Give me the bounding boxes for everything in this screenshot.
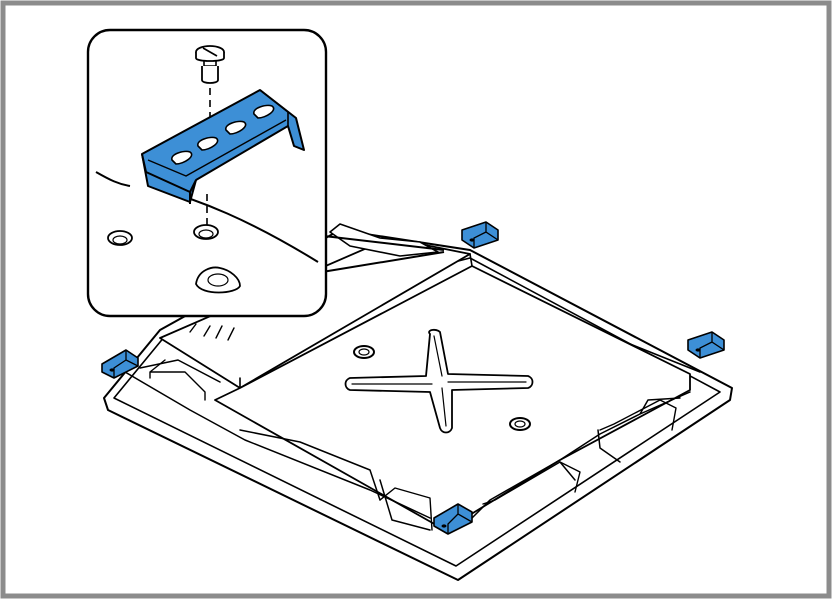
hob-rear-vents (189, 323, 235, 341)
detail-callout (86, 28, 328, 318)
bracket-left (101, 349, 139, 379)
hob-rim-inner (113, 257, 721, 567)
hob-wall-left (124, 359, 431, 531)
fixing-bracket-icon (141, 89, 305, 204)
hob-pocket-left (149, 359, 206, 401)
hob-wall-right (469, 391, 691, 521)
hob-pocket-front (379, 461, 581, 531)
hob-pocket-right (599, 399, 677, 431)
callout-leaders (321, 235, 445, 273)
bracket-slots (171, 104, 275, 165)
hob-rear-tab (329, 223, 439, 257)
hob-hole-inner (514, 420, 526, 428)
bracket-top (461, 221, 499, 249)
bracket-bottom (433, 503, 473, 535)
hob-underside (103, 223, 733, 581)
hob-hole-inner (358, 348, 370, 356)
hob-cross-inner (351, 335, 527, 427)
hob-cross-recess (344, 328, 534, 434)
callout-holes (107, 224, 241, 294)
bracket-right (687, 331, 725, 359)
fixing-screw-icon (195, 45, 225, 84)
corner-brackets (101, 221, 725, 535)
